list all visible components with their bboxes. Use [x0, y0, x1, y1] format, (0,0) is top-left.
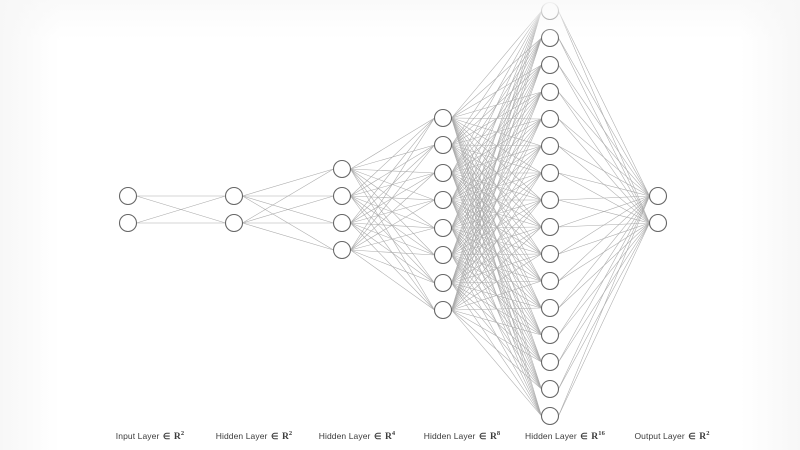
network-edge	[350, 168, 435, 284]
network-edge	[558, 195, 650, 363]
network-edge	[558, 10, 650, 197]
network-edge	[558, 195, 650, 336]
network-node-output-l5-n1	[648, 213, 668, 233]
network-edge	[451, 309, 542, 363]
element-of-icon: ∈	[688, 430, 696, 441]
layer-caption-1: Hidden Layer ∈ R2	[216, 430, 293, 442]
edges-group	[136, 10, 650, 417]
network-edge	[558, 37, 650, 197]
network-node-hidden-l3-n4	[433, 218, 453, 238]
network-edge	[451, 118, 542, 146]
network-edge	[350, 249, 435, 256]
network-edge	[350, 195, 435, 229]
network-edge	[350, 222, 435, 229]
network-node-hidden-l4-n14	[540, 379, 560, 399]
layer-caption-2: Hidden Layer ∈ R4	[319, 430, 396, 442]
network-node-hidden-l3-n1	[433, 135, 453, 155]
layer-caption-3: Hidden Layer ∈ R8	[424, 430, 501, 442]
network-node-hidden-l2-n3	[332, 240, 352, 260]
network-node-hidden-l4-n12	[540, 325, 560, 345]
layer-caption-dimension: 2	[706, 430, 710, 437]
network-edge	[350, 168, 435, 174]
network-edge	[451, 199, 542, 336]
network-edge	[451, 10, 542, 201]
network-edge	[558, 145, 650, 197]
network-edge	[350, 195, 435, 284]
network-node-input-l0-n0	[118, 186, 138, 206]
network-node-hidden-l2-n1	[332, 186, 352, 206]
network-node-hidden-l4-n2	[540, 55, 560, 75]
network-node-hidden-l4-n15	[540, 406, 560, 426]
network-node-hidden-l3-n2	[433, 163, 453, 183]
network-edge	[558, 195, 650, 417]
network-node-hidden-l4-n13	[540, 352, 560, 372]
element-of-icon: ∈	[580, 430, 588, 441]
network-node-hidden-l3-n7	[433, 300, 453, 320]
network-node-hidden-l4-n3	[540, 82, 560, 102]
network-node-hidden-l4-n10	[540, 271, 560, 291]
network-node-hidden-l4-n9	[540, 244, 560, 264]
layer-caption-4: Hidden Layer ∈ R16	[525, 430, 605, 442]
network-node-hidden-l3-n0	[433, 108, 453, 128]
network-node-input-l0-n1	[118, 213, 138, 233]
network-edge	[350, 249, 435, 284]
layer-caption-dimension: 16	[598, 430, 605, 437]
network-edge	[242, 168, 334, 197]
network-node-hidden-l4-n7	[540, 190, 560, 210]
network-node-hidden-l2-n2	[332, 213, 352, 233]
network-node-hidden-l1-n1	[224, 213, 244, 233]
network-node-hidden-l4-n8	[540, 217, 560, 237]
network-node-hidden-l4-n5	[540, 136, 560, 156]
layer-caption-dimension: 4	[391, 430, 396, 437]
layer-caption-name: Hidden Layer	[318, 430, 371, 441]
network-edge	[350, 168, 435, 229]
layer-caption-name: Input Layer	[115, 430, 160, 441]
layer-caption-5: Output Layer ∈ R2	[634, 430, 709, 442]
network-node-hidden-l4-n11	[540, 298, 560, 318]
network-node-hidden-l4-n6	[540, 163, 560, 183]
network-edge	[350, 117, 435, 170]
network-edge	[350, 222, 435, 284]
network-edge	[451, 10, 542, 174]
network-edge	[350, 172, 435, 224]
network-edge	[451, 309, 542, 336]
network-node-hidden-l3-n3	[433, 190, 453, 210]
network-edge	[451, 10, 542, 229]
network-node-hidden-l3-n6	[433, 273, 453, 293]
network-node-hidden-l2-n0	[332, 159, 352, 179]
network-edge	[350, 249, 435, 311]
network-node-hidden-l4-n0	[540, 1, 560, 21]
layer-caption-name: Hidden Layer	[525, 430, 577, 441]
layer-caption-dimension: 8	[496, 430, 501, 437]
layer-caption-name: Hidden Layer	[215, 430, 268, 441]
network-node-hidden-l4-n4	[540, 109, 560, 129]
network-node-hidden-l1-n0	[224, 186, 244, 206]
network-edge	[350, 227, 435, 251]
layer-caption-dimension: 2	[180, 430, 185, 437]
element-of-icon: ∈	[478, 430, 487, 441]
layer-caption-name: Hidden Layer	[423, 430, 476, 441]
network-node-output-l5-n0	[648, 186, 668, 206]
element-of-icon: ∈	[373, 430, 382, 441]
network-edge	[242, 222, 334, 251]
layer-caption-0: Input Layer ∈ R2	[116, 430, 184, 442]
network-edge	[558, 195, 650, 282]
network-edge	[451, 144, 542, 282]
layer-caption-space: R	[699, 431, 707, 442]
network-node-hidden-l3-n5	[433, 245, 453, 265]
layer-caption-name: Output Layer	[634, 430, 685, 441]
element-of-icon: ∈	[162, 430, 171, 441]
layer-caption-dimension: 2	[288, 430, 293, 437]
network-edge	[350, 144, 435, 251]
network-node-hidden-l4-n1	[540, 28, 560, 48]
element-of-icon: ∈	[270, 430, 279, 441]
